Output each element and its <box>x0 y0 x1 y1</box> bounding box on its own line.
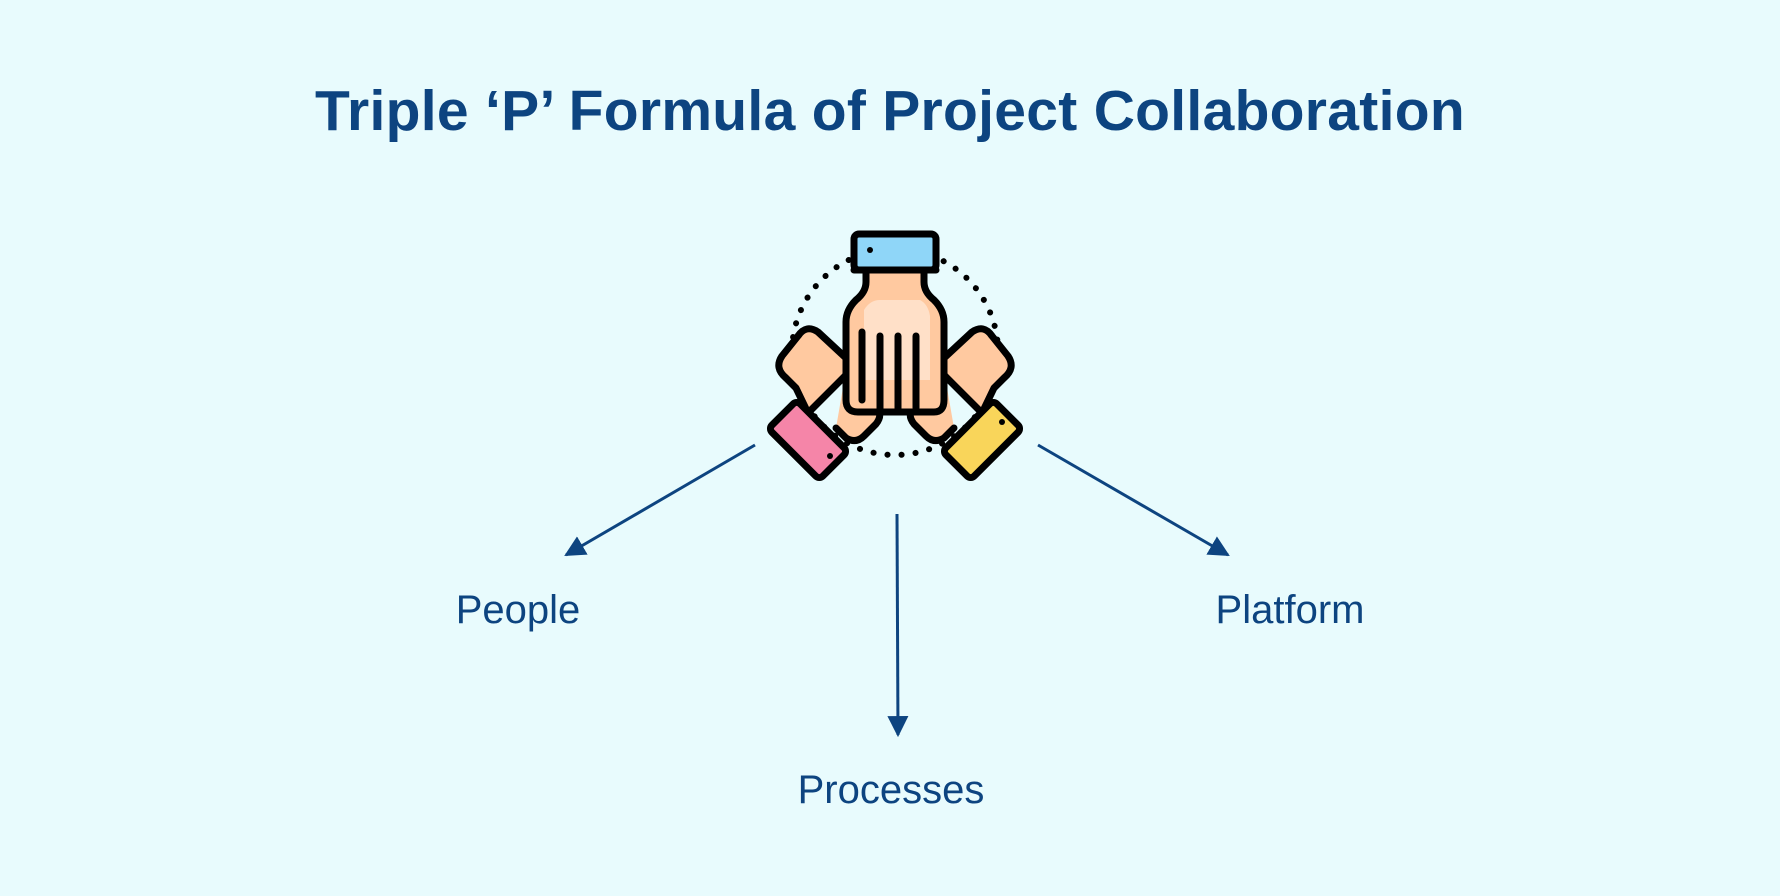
team-hands-icon <box>766 230 1024 482</box>
page-title: Triple ‘P’ Formula of Project Collaborat… <box>315 79 1465 143</box>
right-cuff <box>940 398 1024 482</box>
top-hand <box>842 230 948 416</box>
arrow-to-people <box>564 443 756 557</box>
label-processes: Processes <box>797 768 985 812</box>
label-platform: Platform <box>1215 588 1365 632</box>
arrow-to-processes <box>887 513 909 738</box>
label-people: People <box>455 588 581 632</box>
left-cuff <box>766 398 850 482</box>
arrow-to-platform <box>1037 443 1230 557</box>
right-hand <box>906 325 1024 482</box>
top-cuff <box>850 230 940 274</box>
